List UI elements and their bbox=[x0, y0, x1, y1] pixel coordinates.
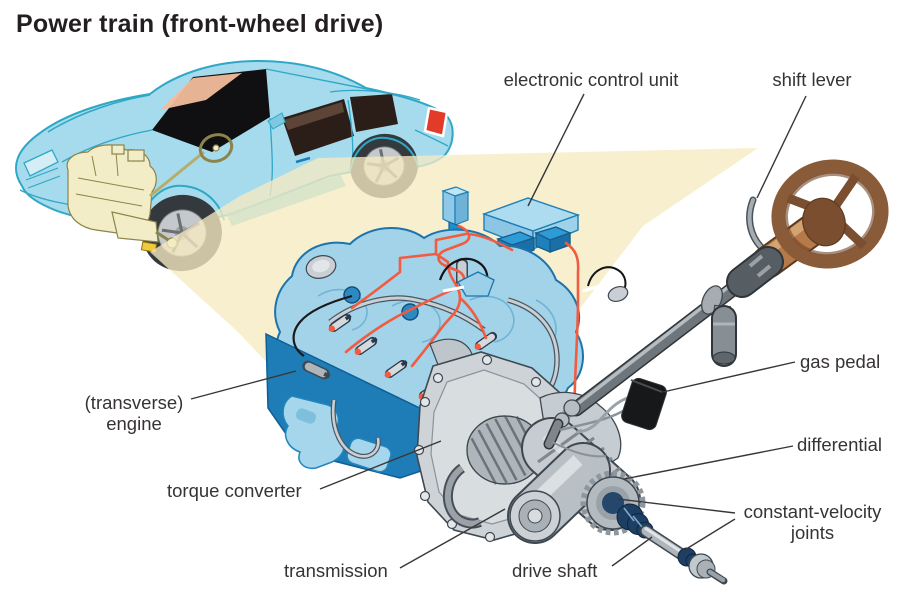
windshield bbox=[152, 69, 270, 152]
label-gas-pedal: gas pedal bbox=[800, 351, 881, 372]
leader-cv-inner bbox=[617, 498, 736, 514]
pedal-pad bbox=[621, 377, 667, 431]
shift-lever-shape bbox=[747, 198, 764, 250]
diagram-title: Power train (front-wheel drive) bbox=[16, 10, 384, 38]
label-constant-velocity-joints: constant-velocity joints bbox=[743, 501, 882, 544]
side-mirror bbox=[267, 112, 286, 130]
leader-gas-pedal bbox=[662, 361, 796, 393]
leader-ecu bbox=[527, 93, 585, 207]
leader-drive-shaft bbox=[611, 536, 653, 567]
pedal-highlight bbox=[630, 379, 663, 393]
leader-transmission bbox=[399, 508, 506, 569]
label-shift-lever: shift lever bbox=[772, 69, 852, 90]
steering-column-illustration bbox=[543, 159, 889, 458]
leader-torque-converter bbox=[319, 440, 442, 490]
drive-shaft-shape bbox=[640, 525, 690, 562]
label-drive-shaft: drive shaft bbox=[512, 560, 598, 581]
windshield-tint-band bbox=[160, 73, 242, 110]
manifold-slot bbox=[295, 408, 317, 424]
sensor-cables bbox=[292, 257, 629, 380]
label-torque-converter: torque converter bbox=[167, 480, 302, 501]
headlight bbox=[23, 149, 59, 177]
label-transmission: transmission bbox=[284, 560, 388, 581]
oil-cap-top bbox=[312, 259, 330, 273]
car-bumper-line bbox=[414, 129, 449, 147]
front-window-shade bbox=[284, 102, 344, 130]
universal-joint bbox=[543, 399, 581, 450]
ignition-cylinder-cap bbox=[712, 351, 736, 365]
gas-pedal-shape bbox=[575, 377, 667, 434]
grille-lines bbox=[25, 167, 61, 189]
engine-port-1 bbox=[343, 286, 361, 304]
transmission-cylinder bbox=[507, 442, 611, 544]
car-hood-line bbox=[47, 94, 151, 133]
relay-box bbox=[441, 186, 470, 237]
leader-engine bbox=[190, 370, 297, 400]
cv-joint-outer bbox=[677, 547, 728, 585]
rear-quarter-window bbox=[350, 94, 398, 132]
pedal-rod bbox=[575, 395, 631, 434]
roof-rail-line bbox=[265, 68, 393, 95]
tail-light bbox=[423, 106, 449, 138]
label-electronic-control-unit: electronic control unit bbox=[503, 69, 679, 90]
collar-slots bbox=[748, 254, 772, 278]
leader-differential bbox=[623, 445, 794, 480]
column-collar bbox=[728, 248, 782, 296]
label-transverse-engine: (transverse) engine bbox=[84, 392, 184, 435]
leader-lines bbox=[190, 93, 807, 569]
label-differential: differential bbox=[797, 434, 883, 455]
mount-strap bbox=[444, 465, 482, 527]
leader-shift-lever bbox=[756, 95, 807, 199]
rear-wheel-arch bbox=[349, 136, 419, 173]
transaxle-illustration bbox=[413, 338, 728, 585]
linkage-rod-2 bbox=[551, 441, 607, 458]
side-marker-light bbox=[140, 241, 158, 253]
steering-wheel bbox=[771, 159, 889, 269]
leader-cv-outer bbox=[682, 518, 736, 552]
